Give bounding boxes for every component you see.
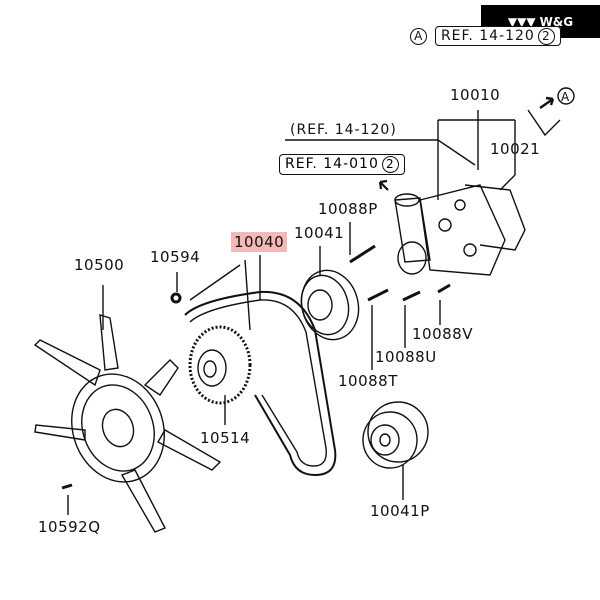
part-10592Q[interactable]: 10592Q (38, 518, 101, 536)
part-10041[interactable]: 10041 (294, 224, 345, 242)
part-10088U[interactable]: 10088U (375, 348, 437, 366)
marker-a-circle (557, 87, 575, 105)
part-10040[interactable]: 10040 (231, 232, 288, 252)
part-10500[interactable]: 10500 (74, 256, 125, 274)
arrow-up-left-icon (378, 179, 389, 191)
ref-circle: 2 (537, 28, 555, 45)
part-10041P[interactable]: 10041P (370, 502, 430, 520)
leader-lines (67, 109, 561, 515)
belt-10040 (184, 290, 337, 477)
part-10088T[interactable]: 10088T (338, 372, 398, 390)
marker-a-glyph: A (561, 90, 570, 104)
triple-chevron-icon: ▼▼▼ (507, 14, 536, 29)
part-10088P[interactable]: 10088P (318, 200, 378, 218)
water-pump-10010 (394, 184, 526, 276)
ref-circle: 2 (381, 156, 399, 173)
ref-14-120-label[interactable]: (REF. 14-120) (290, 122, 397, 138)
part-10021[interactable]: 10021 (490, 140, 541, 158)
arrow-right-icon (539, 96, 555, 109)
fan-10500 (33, 314, 222, 533)
logo-text: W&G (539, 14, 574, 29)
part-10088V[interactable]: 10088V (412, 325, 473, 343)
fan-clutch-10514 (188, 325, 252, 405)
ref-text: REF. 14-120 (440, 28, 535, 44)
ref-text: REF. 14-010 (285, 156, 379, 172)
part-10010[interactable]: 10010 (450, 86, 501, 104)
bolts (61, 244, 451, 490)
pulley-10041P (362, 401, 429, 469)
marker-a: A (410, 28, 427, 45)
part-10594[interactable]: 10594 (150, 248, 201, 266)
part-10514[interactable]: 10514 (200, 429, 251, 447)
pulley-10041 (300, 269, 360, 341)
